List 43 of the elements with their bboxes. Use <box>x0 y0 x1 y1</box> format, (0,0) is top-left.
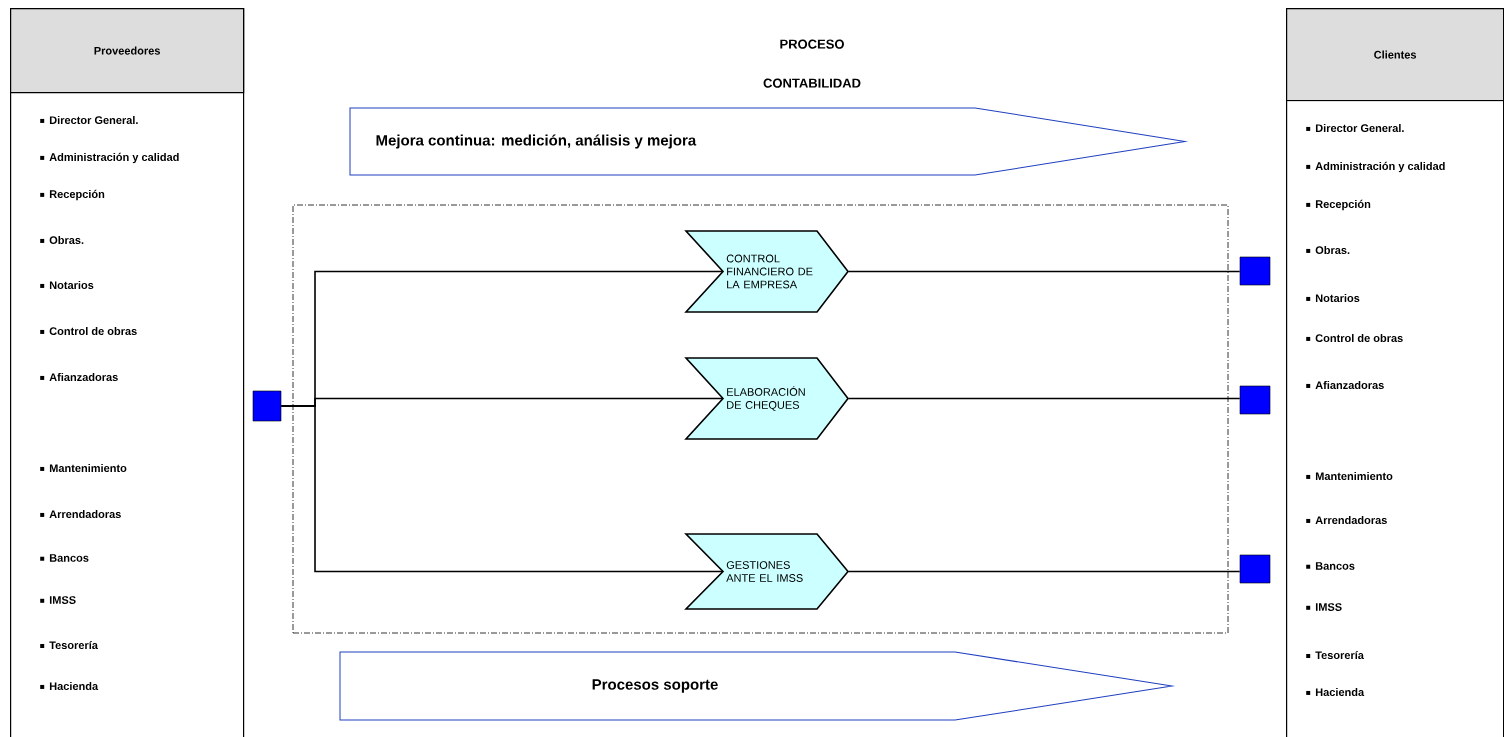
list-item: Hacienda <box>40 681 99 691</box>
list-item: IMSS <box>1306 603 1342 611</box>
list-item: Afianzadoras <box>40 372 118 382</box>
list-item: Recepción <box>1306 199 1371 211</box>
title: PROCESO CONTABILIDAD <box>763 39 861 88</box>
dashed-frame <box>292 204 1229 634</box>
header-band: Clientes <box>1286 8 1504 102</box>
list-item: IMSS <box>40 596 76 604</box>
connector-line <box>847 397 1241 400</box>
list-item: Tesorería <box>40 640 98 650</box>
list-item: Notarios <box>40 280 94 290</box>
header-band: Proveedores <box>10 8 245 94</box>
list-item: Administración y calidad <box>40 152 179 164</box>
list-item: Afianzadoras <box>1306 380 1384 390</box>
list-item: Obras. <box>1306 245 1350 255</box>
list-panel <box>1286 8 1504 737</box>
connector-line <box>847 570 1241 573</box>
list-item: Arrendadoras <box>1306 515 1387 525</box>
list-item: Arrendadoras <box>40 509 121 519</box>
list-item: Bancos <box>1306 562 1355 570</box>
list-item: Tesorería <box>1306 650 1364 660</box>
process-step: GESTIONES ANTE EL IMSS <box>684 533 850 610</box>
list-item: Control de obras <box>40 326 137 336</box>
list-item: Administración y calidad <box>1306 161 1445 173</box>
list-item: Control de obras <box>1306 333 1403 343</box>
list-item: Director General. <box>40 115 138 125</box>
process-step: ELABORACIÓN DE CHEQUES <box>684 357 849 440</box>
connector-square <box>252 390 282 422</box>
connector-square <box>1239 385 1271 415</box>
list-item: Obras. <box>40 235 84 245</box>
list-item: Bancos <box>40 554 89 562</box>
connector-line <box>280 405 724 573</box>
list-item: Mantenimiento <box>1306 471 1393 481</box>
list-item: Director General. <box>1306 123 1404 133</box>
list-panel <box>10 8 245 737</box>
list-item: Hacienda <box>1306 687 1365 697</box>
connector-square <box>1239 256 1271 286</box>
connector-line <box>847 270 1241 273</box>
process-step: CONTROL FINANCIERO DE LA EMPRESA <box>684 230 849 313</box>
list-item: Notarios <box>1306 293 1360 303</box>
connector-square <box>1239 554 1271 584</box>
list-item: Recepción <box>40 189 105 201</box>
list-item: Mantenimiento <box>40 463 127 473</box>
